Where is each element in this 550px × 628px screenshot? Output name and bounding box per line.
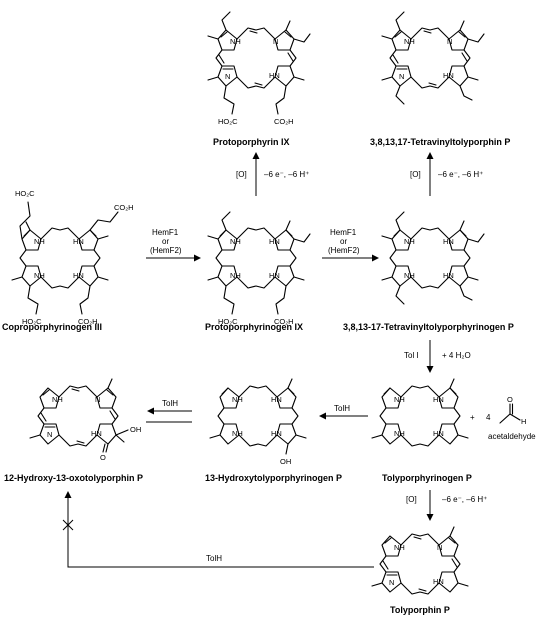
water-label: + 4 H₂O	[442, 351, 471, 360]
hn-label: HN	[269, 271, 280, 280]
tetravinyl-rin-caption: 3,8,13,17-Tetravinyltolyporphin P	[370, 137, 510, 147]
hn-label: HN	[433, 429, 444, 438]
hydroxy-oxo-caption: 12-Hydroxy-13-oxotolyporphin P	[4, 473, 143, 483]
toli-label: Tol I	[404, 351, 419, 360]
tolyporphyrinogen-structure: NH HN NH HN	[371, 378, 469, 447]
nh-label: NH	[230, 37, 241, 46]
n-label: N	[95, 395, 100, 404]
nh-label: NH	[404, 271, 415, 280]
protoporphyrinogen-caption: Protoporphyrinogen IX	[205, 322, 303, 332]
co2h-label: CO₂H	[78, 317, 98, 326]
tolh-label: TolH	[334, 404, 350, 413]
hydroxy-ogen-structure: NH HN NH HN OH	[209, 378, 307, 466]
nh-label: NH	[394, 543, 405, 552]
hn-label: HN	[269, 237, 280, 246]
nh-label: NH	[394, 395, 405, 404]
o-label: O	[507, 395, 513, 404]
acetaldehyde-count: 4	[486, 413, 491, 422]
co2h-label: CO₂H	[114, 203, 134, 212]
co2h-label: CO₂H	[274, 317, 294, 326]
nh-label: NH	[34, 237, 45, 246]
n-label: N	[389, 578, 394, 587]
oxidant-label: [O]	[236, 170, 247, 179]
blocked-mark-2	[62, 519, 74, 531]
nh-label: NH	[404, 237, 415, 246]
hn-label: HN	[433, 577, 444, 586]
n-label: N	[447, 37, 452, 46]
nh-label: NH	[230, 237, 241, 246]
ho2c-label: HO₂C	[218, 117, 238, 126]
electron-proton-label: –6 e⁻, –6 H⁺	[438, 170, 483, 179]
tetravinyl-rin-structure: NH N HN N	[381, 11, 485, 105]
ho2c-label: HO₂C	[218, 317, 238, 326]
ho2c-label: HO₂C	[22, 317, 42, 326]
blocked-tolh-arrow	[64, 491, 374, 568]
n-label: N	[225, 72, 230, 81]
electron-proton-label: –6 e⁻, –6 H⁺	[264, 170, 309, 179]
n-label: N	[47, 430, 52, 439]
h-label: H	[521, 417, 526, 426]
plus-sign: +	[470, 413, 475, 422]
tolyporphyrinogen-caption: Tolyporphyrinogen P	[382, 473, 472, 483]
tetravinyl-ogen-caption: 3,8,13-17-Tetravinyltolyporphyrinogen P	[343, 322, 514, 332]
hn-label: HN	[269, 71, 280, 80]
hn-label: HN	[73, 237, 84, 246]
tetravinyl-ogen-structure: NH HN NH HN	[381, 211, 485, 305]
nh-label: NH	[34, 271, 45, 280]
protoporphyrinogen-structure: NH HN NH HN HO₂C CO₂H	[207, 211, 311, 326]
or-label: or	[340, 237, 347, 246]
hn-label: HN	[443, 237, 454, 246]
hn-label: HN	[73, 271, 84, 280]
tolyporphin-caption: Tolyporphin P	[390, 605, 450, 615]
nh-label: NH	[52, 395, 63, 404]
nh-label: NH	[232, 395, 243, 404]
n-label: N	[273, 37, 278, 46]
hemf1-label: HemF1	[330, 228, 357, 237]
acetaldehyde-label: acetaldehyde	[488, 432, 536, 441]
nh-label: NH	[404, 37, 415, 46]
co2h-label: CO₂H	[274, 117, 294, 126]
coproporphyrinogen-structure: NH HN NH HN HO₂C CO₂H HO₂C CO₂H	[11, 189, 134, 326]
o-label: O	[100, 453, 106, 462]
hydroxy-ogen-caption: 13-Hydroxytolyporphyrinogen P	[205, 473, 342, 483]
tolh-label: TolH	[162, 399, 178, 408]
acetaldehyde-structure: O H	[499, 395, 526, 426]
n-label: N	[399, 72, 404, 81]
oxidant-label: [O]	[410, 170, 421, 179]
tolyporphin-structure: NH N HN N	[371, 526, 469, 595]
hn-label: HN	[443, 71, 454, 80]
hemf1-label: HemF1	[152, 228, 179, 237]
n-label: N	[437, 543, 442, 552]
electron-proton-label: –6 e⁻, –6 H⁺	[442, 495, 487, 504]
tolh-label: TolH	[206, 554, 222, 563]
hn-label: HN	[271, 395, 282, 404]
protoporphyrin-caption: Protoporphyrin IX	[213, 137, 290, 147]
hemf2-label: (HemF2)	[328, 246, 360, 255]
nh-label: NH	[232, 429, 243, 438]
hn-label: HN	[271, 429, 282, 438]
hn-label: HN	[91, 429, 102, 438]
hn-label: HN	[443, 271, 454, 280]
hn-label: HN	[433, 395, 444, 404]
oh-label: OH	[130, 425, 141, 434]
hemf2-label: (HemF2)	[150, 246, 182, 255]
nh-label: NH	[230, 271, 241, 280]
or-label: or	[162, 237, 169, 246]
oxidant-label: [O]	[406, 495, 417, 504]
ho2c-label: HO₂C	[15, 189, 35, 198]
oh-label: OH	[280, 457, 291, 466]
coproporphyrinogen-caption: Coproporphyrinogen III	[2, 322, 102, 332]
nh-label: NH	[394, 429, 405, 438]
protoporphyrin-structure: NH N HN N HO₂C CO₂H	[207, 11, 311, 126]
hydroxy-oxo-structure: NH N HN N OH O	[29, 378, 141, 462]
